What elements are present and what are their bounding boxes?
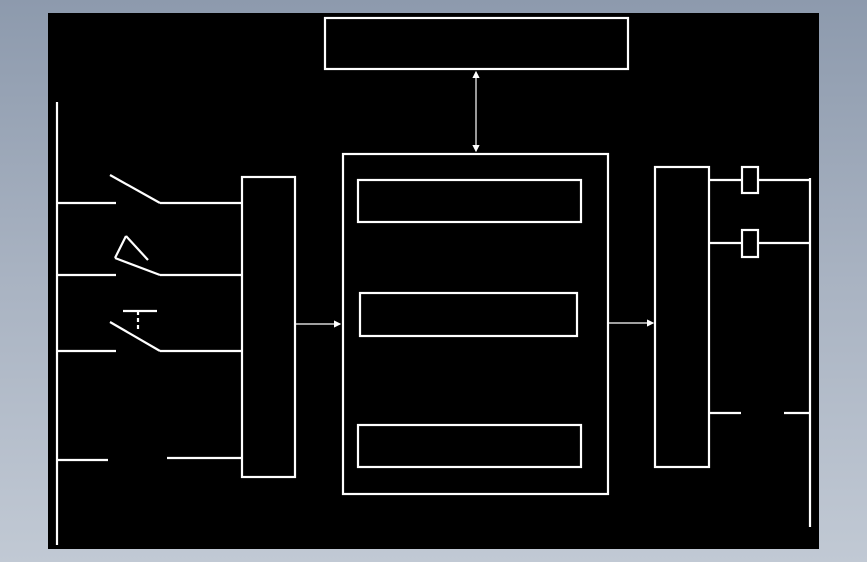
controller-box[interactable]: [341, 152, 610, 496]
input-module[interactable]: [240, 175, 297, 479]
input-contact-3: [57, 309, 242, 353]
output-coil-1: [709, 165, 810, 195]
input-contact-2: [57, 235, 242, 277]
output-coil-2: [709, 228, 810, 259]
drawing-canvas: [48, 13, 819, 549]
controller-inner-bottom[interactable]: [356, 423, 583, 469]
output-module[interactable]: [653, 165, 711, 469]
top-module[interactable]: [323, 16, 630, 71]
controller-inner-mid[interactable]: [358, 291, 579, 338]
input-contact-1: [57, 174, 242, 205]
controller-inner-top[interactable]: [356, 178, 583, 224]
input-open-gap: [57, 456, 242, 462]
